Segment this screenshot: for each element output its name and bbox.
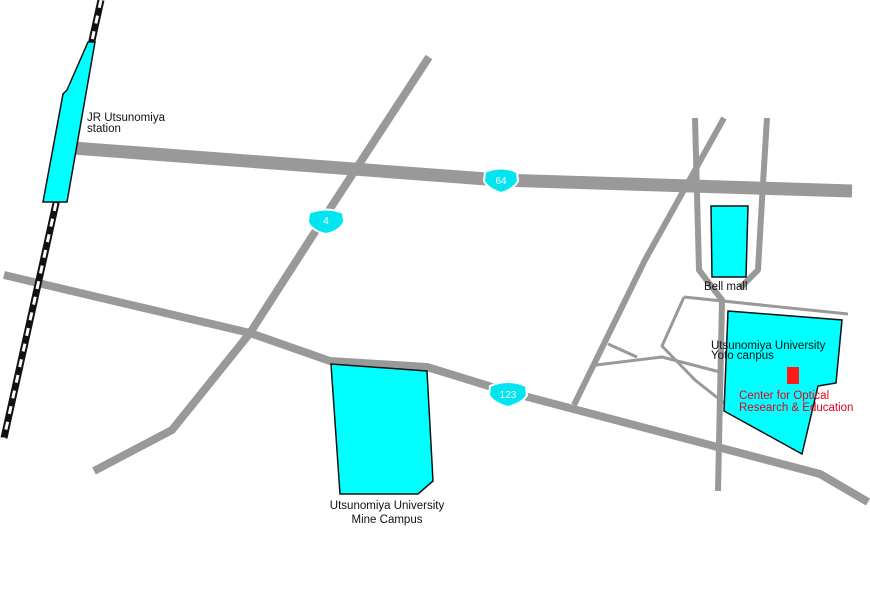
center-marker (787, 367, 799, 384)
route-64-shield: 64 (482, 167, 520, 195)
local-road-c (595, 355, 721, 374)
mine-campus-label-line1: Utsunomiya University (330, 500, 445, 512)
local-road-b (660, 296, 725, 405)
mine-campus-label-line2: Mine Campus (352, 514, 423, 526)
route-123-shield: 123 (487, 381, 529, 409)
center-label-line2: Research & Education (739, 402, 853, 414)
mine-campus-area (330, 363, 434, 495)
yoto-west-road (692, 117, 725, 492)
route-4-number: 4 (323, 216, 329, 227)
route-123-number: 123 (500, 390, 517, 401)
bell-mall-label: Bell mall (704, 281, 747, 293)
center-label-line1: Center for Optical (739, 390, 829, 402)
yoto-campus-area (723, 310, 843, 456)
station-label-line2: station (87, 123, 121, 135)
route-123-road (3, 271, 870, 506)
yoto-campus-label-line1: Utsunomiya University (711, 340, 826, 352)
yoto-campus-label-line2: Yoto canpus (711, 350, 774, 362)
station-label-line1: JR Utsunomiya (87, 112, 166, 124)
route-64-road (72, 141, 853, 198)
yoto-east-road (737, 117, 770, 291)
jr-utsunomiya-station (42, 41, 96, 203)
local-road-d (607, 342, 638, 359)
local-road-a (683, 295, 849, 316)
route-4-shield: 4 (306, 208, 346, 236)
route-64-number: 64 (495, 176, 507, 187)
bell-mall-area (710, 205, 749, 278)
